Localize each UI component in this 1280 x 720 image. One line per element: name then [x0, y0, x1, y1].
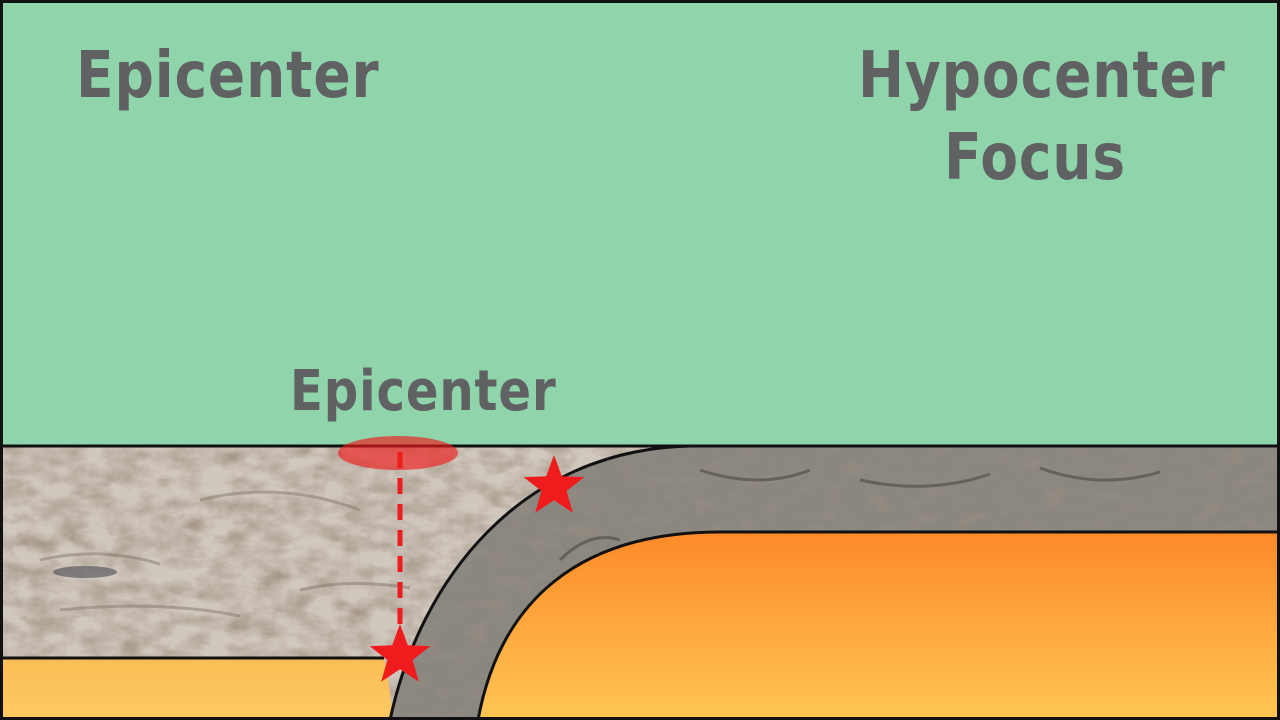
sky-background [0, 0, 1280, 446]
title-epicenter: Epicenter [76, 39, 380, 113]
star-shallow-icon [523, 455, 585, 513]
lower-left-layer [0, 658, 392, 720]
epicenter-label: Epicenter [290, 359, 557, 424]
title-hypocenter: Hypocenter [858, 39, 1226, 113]
star-focus-icon [369, 624, 431, 682]
title-focus: Focus [944, 121, 1127, 195]
mantle [478, 532, 1280, 720]
